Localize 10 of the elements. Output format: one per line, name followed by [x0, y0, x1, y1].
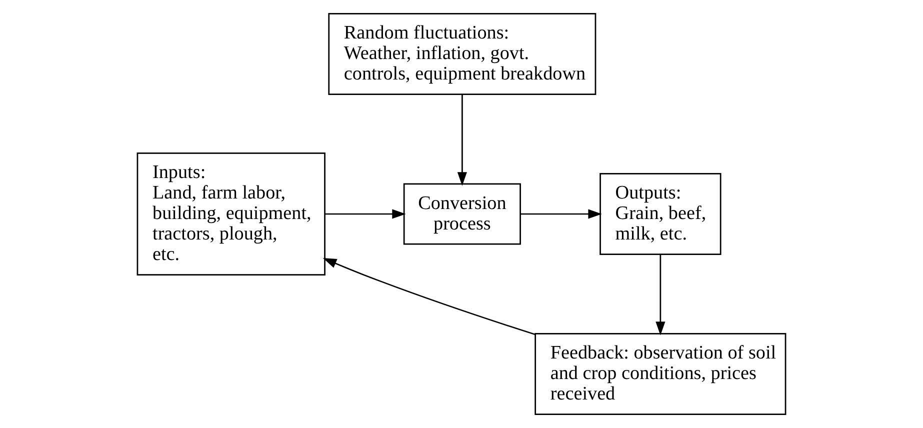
node-box: Random fluctuations: Weather, inflation, govt. controls, equipment breakdown — [328, 13, 596, 96]
node-box: Outputs: Grain, beef, milk, etc. — [600, 172, 722, 256]
arrow — [322, 258, 536, 336]
arrow — [325, 209, 406, 219]
node-box: Conversion process — [403, 183, 521, 245]
arrow — [457, 94, 467, 186]
arrow — [656, 254, 666, 336]
node-box: Feedback: observation of soil and crop conditions, prices received — [534, 332, 786, 415]
arrow — [520, 209, 602, 219]
node-box: Inputs: Land, farm labor, building, equipment, tractors, plough, etc. — [136, 152, 326, 276]
